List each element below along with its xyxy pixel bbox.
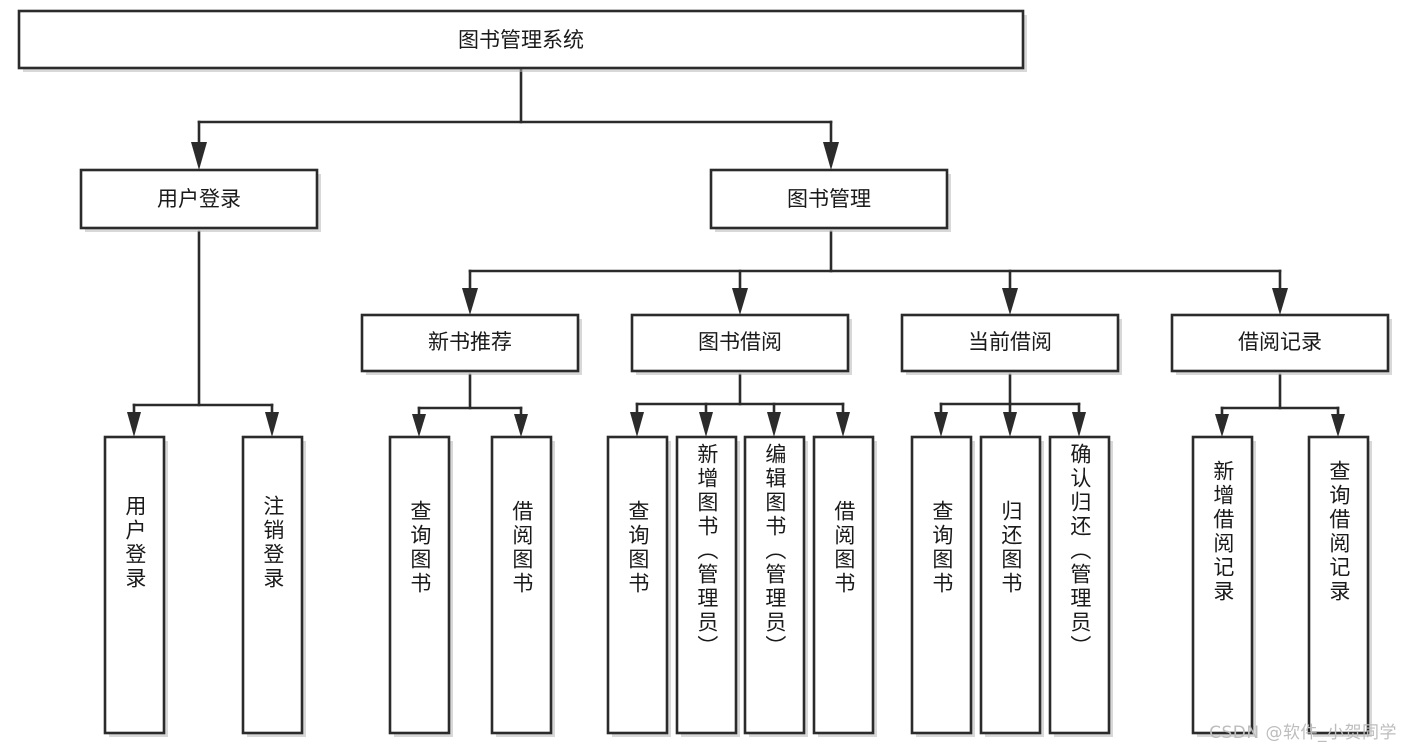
leaf-node-group bbox=[103, 435, 1372, 737]
leaf-borrow-edit-book-box[interactable] bbox=[743, 435, 806, 735]
node-book-mgmt[interactable]: 图书管理 bbox=[709, 168, 951, 232]
arrow-to-new-book-rec bbox=[462, 288, 478, 315]
node-borrow-record-box[interactable] bbox=[1170, 313, 1390, 373]
node-user-login[interactable]: 用户登录 bbox=[79, 168, 321, 232]
arrow-to-l-rec-borrow-book bbox=[514, 414, 528, 437]
arrow-to-current-borrow bbox=[1002, 288, 1018, 315]
leaf-user-login-box[interactable] bbox=[103, 435, 166, 735]
leaf-user-logout-box[interactable] bbox=[241, 435, 304, 735]
arrow-to-l-cur-confirm-return bbox=[1072, 412, 1086, 437]
leaf-rec-query-record-box[interactable] bbox=[1307, 435, 1370, 735]
node-user-login-label: 用户登录 bbox=[157, 187, 241, 211]
arrow-to-l-user-logout bbox=[265, 412, 279, 437]
node-new-book-rec-box[interactable] bbox=[360, 313, 580, 373]
node-new-book-rec[interactable]: 新书推荐 bbox=[360, 313, 582, 375]
leaf-rec-query-book-box[interactable] bbox=[388, 435, 451, 735]
arrow-to-l-rec-add-record bbox=[1215, 414, 1229, 437]
node-book-mgmt-box[interactable] bbox=[709, 168, 949, 230]
leaf-rec-add-record-box[interactable] bbox=[1191, 435, 1254, 735]
leaf-cur-return-book-box[interactable] bbox=[979, 435, 1042, 735]
arrow-to-l-borrow-borrow-book bbox=[836, 412, 850, 437]
arrow-root-to-book-mgmt bbox=[823, 142, 839, 170]
node-current-borrow-label: 当前借阅 bbox=[968, 330, 1052, 354]
leaf-rec-borrow-book-box[interactable] bbox=[490, 435, 553, 735]
arrow-to-l-rec-query-book bbox=[412, 414, 426, 437]
arrow-to-l-borrow-edit-book bbox=[767, 412, 781, 437]
node-borrow-record[interactable]: 借阅记录 bbox=[1170, 313, 1392, 375]
node-current-borrow-box[interactable] bbox=[900, 313, 1120, 373]
node-book-borrow-box[interactable] bbox=[630, 313, 850, 373]
node-book-mgmt-label: 图书管理 bbox=[787, 187, 871, 211]
leaf-borrow-add-book-box[interactable] bbox=[675, 435, 738, 735]
arrow-to-l-cur-return-book bbox=[1003, 412, 1017, 437]
leaf-borrow-query-book-box[interactable] bbox=[606, 435, 669, 735]
edge-group-new-book-rec-to-leaves bbox=[412, 373, 528, 437]
edge-group-book-borrow-to-leaves bbox=[630, 373, 850, 437]
arrow-to-l-rec-query-record bbox=[1331, 414, 1345, 437]
edge-group-borrow-record-to-leaves bbox=[1215, 373, 1345, 437]
leaf-cur-confirm-return-box[interactable] bbox=[1048, 435, 1111, 735]
arrow-to-l-borrow-query-book bbox=[630, 412, 644, 437]
node-new-book-rec-label: 新书推荐 bbox=[428, 330, 512, 354]
edge-group-current-borrow-to-leaves bbox=[934, 373, 1086, 437]
node-current-borrow[interactable]: 当前借阅 bbox=[900, 313, 1122, 375]
leaf-cur-query-book-box[interactable] bbox=[910, 435, 973, 735]
arrow-to-l-user-login bbox=[127, 412, 141, 437]
node-book-borrow-label: 图书借阅 bbox=[698, 330, 782, 354]
leaf-borrow-borrow-book-box[interactable] bbox=[812, 435, 875, 735]
arrow-to-borrow-record bbox=[1272, 288, 1288, 315]
edge-group-user-login-to-leaves bbox=[127, 230, 279, 437]
node-book-borrow[interactable]: 图书借阅 bbox=[630, 313, 852, 375]
arrow-to-book-borrow bbox=[732, 288, 748, 315]
node-borrow-record-label: 借阅记录 bbox=[1238, 330, 1322, 354]
csdn-watermark: CSDN @软件_小贺同学 bbox=[1209, 723, 1397, 743]
arrow-to-l-cur-query-book bbox=[934, 412, 948, 437]
node-root[interactable]: 图书管理系统 bbox=[17, 9, 1027, 72]
edge-group-book-mgmt-to-level3 bbox=[462, 230, 1288, 315]
arrow-to-l-borrow-add-book bbox=[699, 412, 713, 437]
arrow-root-to-user-login bbox=[191, 142, 207, 170]
node-root-label: 图书管理系统 bbox=[458, 28, 584, 52]
node-root-box[interactable] bbox=[17, 9, 1025, 70]
node-user-login-box[interactable] bbox=[79, 168, 319, 230]
edge-group-root-to-level2 bbox=[191, 66, 839, 170]
